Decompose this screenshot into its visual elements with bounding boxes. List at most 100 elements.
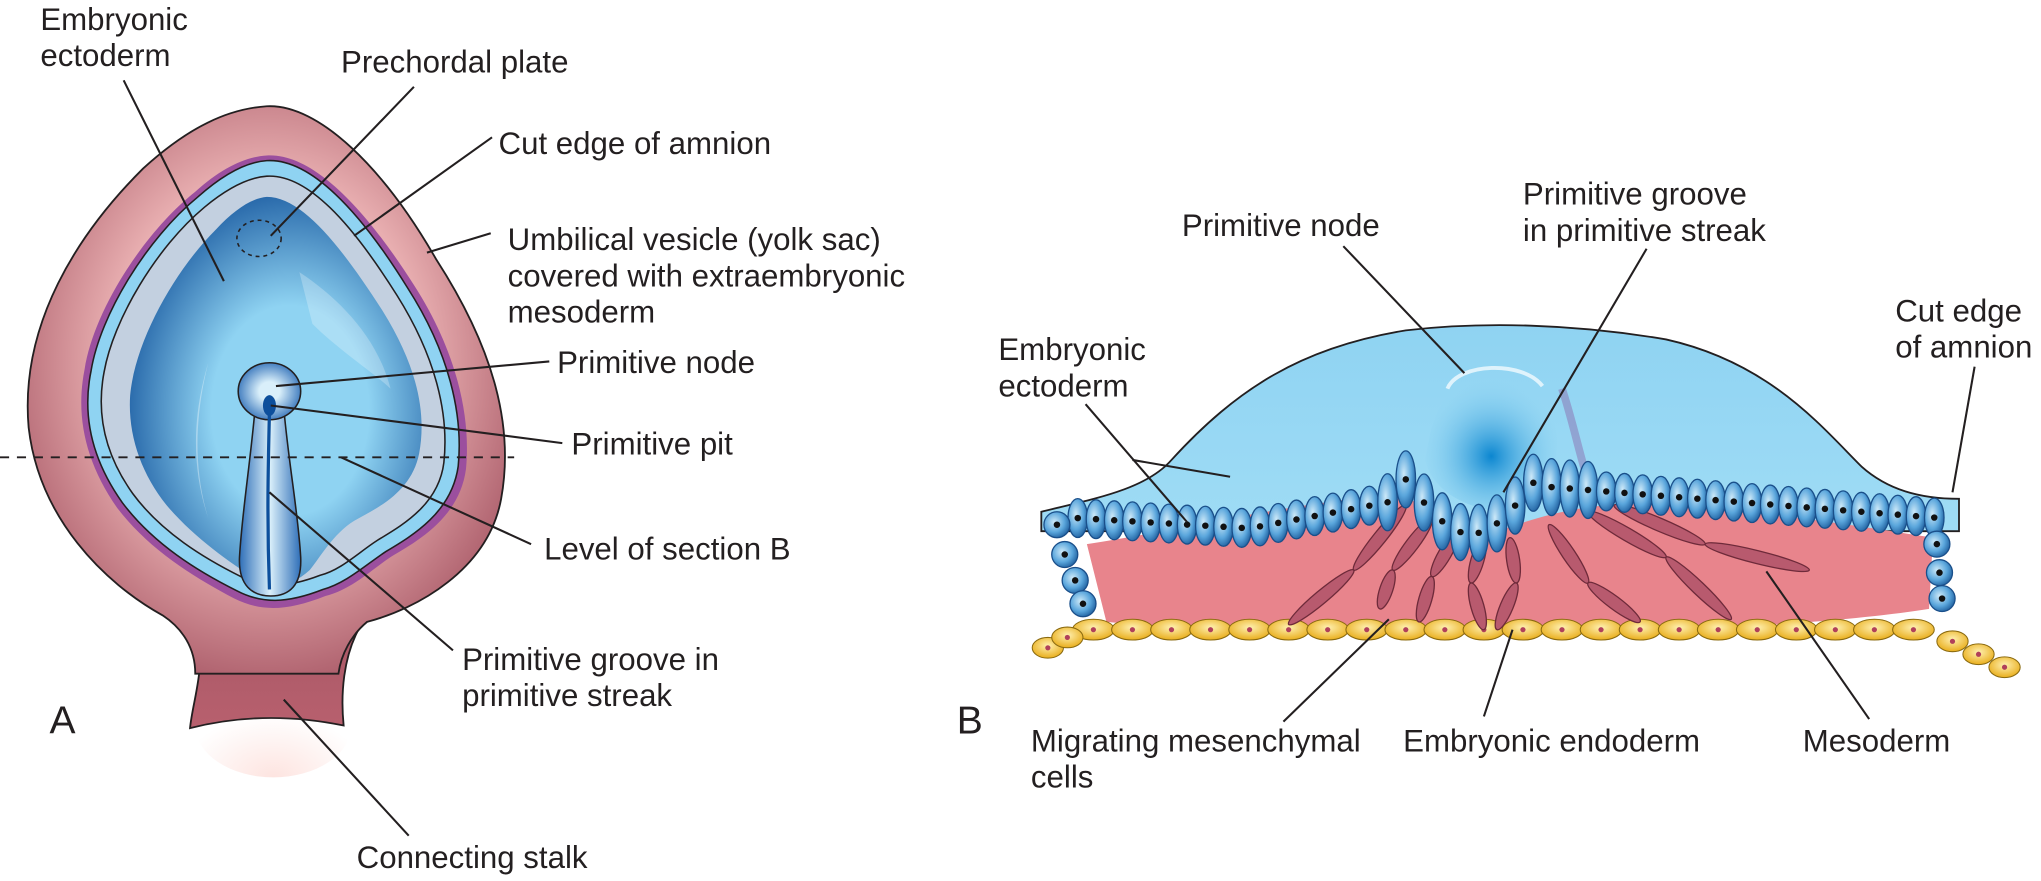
ectoderm-nucleus — [1311, 512, 1318, 520]
ectoderm-nucleus — [1053, 521, 1061, 528]
leader-b-embryonic-ectoderm-2 — [1132, 458, 1231, 478]
label-a-umbilical-vesicle: Umbilical vesicle (yolk sac) covered wit… — [508, 222, 914, 329]
ectoderm-nucleus — [1293, 516, 1300, 523]
ectoderm-nucleus — [1858, 508, 1865, 515]
ectoderm-nucleus — [1329, 509, 1337, 516]
endoderm-nucleus — [1793, 627, 1799, 633]
endoderm-nucleus — [1090, 627, 1096, 633]
mesenchymal-cell — [1704, 542, 1810, 573]
ectoderm-nucleus — [1785, 502, 1792, 510]
ectoderm-nucleus — [1933, 540, 1941, 548]
ectoderm-nucleus — [1912, 512, 1920, 520]
prechordal-plate-marker — [236, 219, 282, 258]
ectoderm-nucleus — [1092, 515, 1100, 523]
label-a-cut-edge-amnion: Cut edge of amnion — [499, 126, 772, 161]
ectoderm-nucleus — [1730, 498, 1738, 505]
endoderm-nucleus — [1715, 627, 1721, 633]
label-b-primitive-groove: Primitive groove in primitive streak — [1523, 177, 1766, 248]
ectoderm-nucleus — [1074, 514, 1082, 522]
ectoderm-nucleus — [1876, 509, 1883, 517]
mesenchymal-cell — [1415, 575, 1435, 623]
ectoderm-nucleus — [1347, 505, 1355, 513]
label-line: mesoderm — [508, 295, 656, 330]
label-b-cut-edge-amnion: Cut edge of amnion — [1895, 293, 2032, 364]
ectoderm-nucleus — [1584, 486, 1592, 494]
ectoderm-nucleus — [1821, 505, 1829, 513]
endoderm-nucleus — [1975, 651, 1982, 657]
label-a-primitive-node: Primitive node — [557, 345, 755, 380]
ectoderm-nucleus — [1511, 502, 1519, 509]
ectoderm-nucleus — [1420, 499, 1428, 506]
ectoderm-nucleus — [1274, 519, 1282, 527]
label-line: ectoderm — [40, 38, 170, 73]
ectoderm-nucleus — [1839, 507, 1847, 514]
leader-b-migrating-mesenchymal — [1282, 618, 1390, 723]
endoderm-nucleus — [1246, 627, 1253, 633]
endoderm-nucleus — [1754, 627, 1760, 633]
mesenchymal-cell — [1287, 568, 1355, 626]
label-line: covered with extraembryonic — [508, 258, 905, 293]
label-line: Embryonic — [998, 332, 1146, 367]
label-a-primitive-groove: Primitive groove in primitive streak — [462, 642, 728, 713]
ectoderm-nucleus — [1147, 519, 1154, 526]
leader-a-primitive-pit — [270, 404, 563, 445]
label-b-migrating-mesenchymal: Migrating mesenchymal cells — [1031, 724, 1369, 795]
label-line: in primitive streak — [1523, 213, 1766, 248]
ectoderm-nucleus — [1548, 483, 1555, 491]
endoderm-nucleus — [1364, 627, 1370, 633]
leader-a-primitive-groove — [268, 491, 454, 652]
label-b-mesoderm: Mesoderm — [1803, 724, 1951, 759]
ectoderm-nucleus — [1202, 522, 1209, 529]
endoderm-nucleus — [1403, 627, 1409, 633]
ectoderm-nucleus — [1079, 600, 1087, 607]
label-line: Migrating mesenchymal — [1031, 724, 1361, 759]
ectoderm-nucleus — [1767, 501, 1774, 508]
panel-a-letter: A — [49, 699, 75, 742]
endoderm-nucleus — [1949, 638, 1956, 644]
endoderm-nucleus — [1871, 627, 1877, 633]
leader-a-level-section-b — [340, 456, 532, 546]
label-a-level-section-b: Level of section B — [544, 532, 791, 567]
endoderm-nucleus — [1520, 627, 1526, 633]
leader-b-embryonic-ectoderm-1 — [1084, 403, 1188, 523]
embryonic-ectoderm-cells — [1043, 450, 1956, 618]
ectoderm-nucleus — [1657, 492, 1665, 500]
embryonic-endoderm-layer — [1031, 618, 2021, 679]
leader-a-primitive-node — [275, 360, 550, 388]
ectoderm-nucleus — [1110, 517, 1118, 524]
endoderm-nucleus — [1676, 627, 1682, 633]
label-line: Primitive groove — [1523, 177, 1747, 212]
label-a-connecting-stalk: Connecting stalk — [357, 840, 588, 875]
leader-a-connecting-stalk — [282, 698, 410, 837]
endoderm-nucleus — [1637, 627, 1643, 633]
panel-a: Embryonic ectoderm Prechordal plate Cut … — [0, 2, 914, 875]
ectoderm-nucleus — [1238, 524, 1246, 532]
label-line: Umbilical vesicle (yolk sac) — [508, 222, 881, 257]
disc-highlight — [299, 272, 391, 389]
label-line: primitive streak — [462, 678, 672, 713]
mesenchymal-cell — [1376, 569, 1396, 610]
ectoderm-nucleus — [1894, 511, 1902, 518]
ectoderm-nucleus — [1402, 476, 1410, 483]
ectoderm-nucleus — [1438, 518, 1446, 525]
ectoderm-nucleus — [1220, 523, 1227, 531]
endoderm-nucleus — [1559, 627, 1565, 633]
ectoderm-nucleus — [1803, 504, 1810, 511]
label-line: of amnion — [1895, 330, 2032, 365]
ectoderm-nucleus — [1931, 514, 1938, 521]
ectoderm-nucleus — [1165, 520, 1173, 527]
leader-a-prechordal-plate — [269, 86, 415, 237]
leader-a-embryonic-ectoderm — [122, 79, 225, 282]
endoderm-nucleus — [1045, 645, 1051, 651]
endoderm-nucleus — [1598, 627, 1604, 633]
endoderm-nucleus — [1064, 634, 1070, 641]
label-a-embryonic-ectoderm: Embryonic ectoderm — [40, 2, 196, 73]
label-line: cells — [1031, 760, 1093, 795]
ectoderm-nucleus — [1061, 551, 1069, 558]
primitive-streak — [238, 407, 302, 597]
mesenchymal-cell — [1467, 582, 1488, 631]
endoderm-nucleus — [1168, 627, 1175, 633]
label-a-prechordal-plate: Prechordal plate — [341, 45, 568, 80]
label-line: ectoderm — [998, 369, 1128, 404]
